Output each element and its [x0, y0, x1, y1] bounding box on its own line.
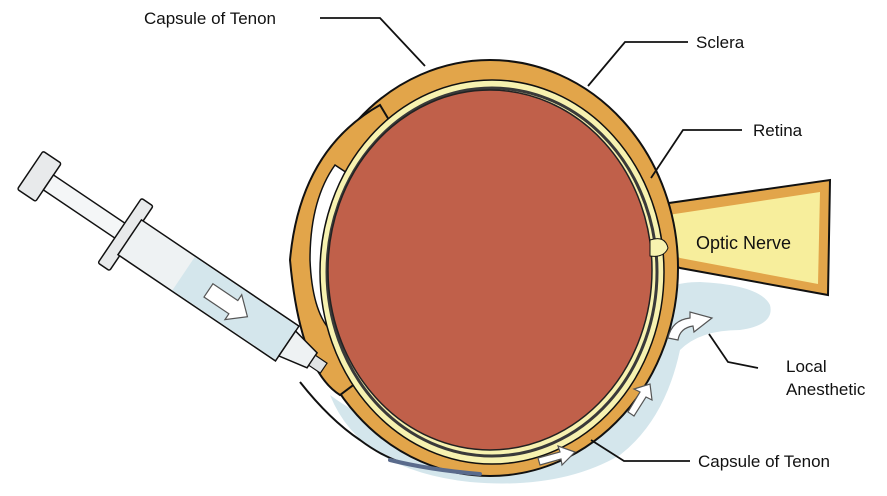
label-anesthetic: Anesthetic [786, 380, 866, 399]
label-sclera: Sclera [696, 33, 745, 52]
label-retina: Retina [753, 121, 803, 140]
label-optic-nerve: Optic Nerve [696, 233, 791, 253]
vitreous-body [328, 90, 652, 450]
label-capsule-of-tenon-top: Capsule of Tenon [144, 9, 276, 28]
label-capsule-of-tenon-bottom: Capsule of Tenon [698, 452, 830, 471]
label-local: Local [786, 357, 827, 376]
